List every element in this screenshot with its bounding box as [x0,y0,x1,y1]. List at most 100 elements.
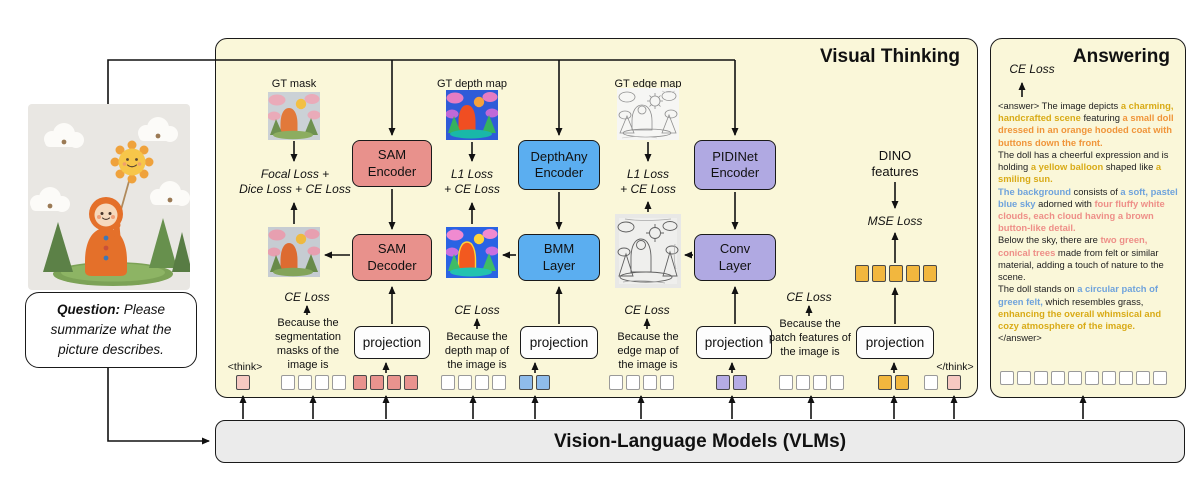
token-square [1000,371,1014,385]
answer-ce-loss: CE Loss [1009,62,1055,76]
token-group-text-3 [609,375,674,390]
token-square [855,265,869,282]
token-square [626,375,640,390]
token-square [236,375,250,390]
gt-depth-label: GT depth map [436,78,508,90]
doll-scene-illustration [28,104,190,290]
token-square [733,375,747,390]
token-square [1051,371,1065,385]
think-close-tag: </think> [936,361,974,373]
token-square [492,375,506,390]
answer-segment: The background [998,185,1071,197]
token-group-text-2 [441,375,506,390]
token-square [923,265,937,282]
answer-segment: shaped like [1103,161,1156,173]
vlm-bar-label: Vision-Language Models (VLMs) [553,430,847,452]
answer-segment: consists of [1070,185,1121,197]
token-square [404,375,418,390]
token-square [872,265,886,282]
gt-mask-image [268,92,320,140]
token-square [1102,371,1116,385]
token-square [947,375,961,390]
ce-loss-edge: CE Loss [624,303,670,317]
question-label: Question: [56,301,120,317]
token-square [660,375,674,390]
depth-loss-label: L1 Loss + CE Loss [444,167,500,196]
token-square [1136,371,1150,385]
think-open-tag: <think> [227,361,263,373]
answer-segment: a charming, handcrafted scene [998,100,1174,124]
answer-segment: Below the sky, there are [998,234,1101,246]
token-square [387,375,401,390]
token-square [878,375,892,390]
edge-loss-label: L1 Loss + CE Loss [620,167,676,196]
predicted-mask-image [268,227,320,277]
token-group-dino [878,375,909,390]
answer-segment: a yellow balloon [1030,161,1104,173]
sam-decoder-box: SAM Decoder [352,234,432,281]
token-square [536,375,550,390]
token-square [779,375,793,390]
token-square [1119,371,1133,385]
answer-segment: a circular patch of green felt, [998,283,1158,307]
question-text: Question: Please summarize what the pict… [50,301,172,358]
token-square [315,375,329,390]
ce-loss-mask: CE Loss [284,290,330,304]
depthany-encoder-box: DepthAny Encoder [518,140,600,190]
answer-segment: two green, conical trees [998,234,1148,258]
input-image [28,104,190,290]
answer-segment: a smiling sun. [998,161,1162,185]
token-square [716,375,730,390]
answer-segment: featuring [1080,112,1123,124]
token-square [889,265,903,282]
token-square [370,375,384,390]
question-box: Question: Please summarize what the pict… [25,292,197,368]
answering-title: Answering [1072,46,1170,67]
predicted-depth-image [446,227,498,278]
token-square [924,375,938,390]
token-group-text-1 [281,375,346,390]
token-square [1153,371,1167,385]
reason-text-depth: Because the depth map of the image is [444,331,510,371]
token-square [895,375,909,390]
answer-token-row [1000,371,1167,385]
token-square [1017,371,1031,385]
mask-loss-label: Focal Loss + Dice Loss + CE Loss [239,167,351,196]
token-square [1085,371,1099,385]
token-square [609,375,623,390]
answer-segment: </answer> [998,332,1042,344]
token-square [1034,371,1048,385]
pidinet-encoder-box: PIDINet Encoder [694,140,776,190]
mse-loss-label: MSE Loss [867,214,923,228]
predicted-edge-image [615,214,681,288]
token-square [519,375,533,390]
token-group-text-4 [779,375,844,390]
token-square [796,375,810,390]
token-square [830,375,844,390]
reason-text-mask: Because the segmentation masks of the im… [274,317,342,371]
projection-box-depth: projection [520,326,598,359]
reason-text-edge: Because the edge map of the image is [617,331,679,371]
sam-encoder-box: SAM Encoder [352,140,432,187]
token-square [906,265,920,282]
token-group-depth [519,375,550,390]
token-square [1068,371,1082,385]
visual-thinking-title: Visual Thinking [819,46,960,67]
answer-segment: four fluffy white clouds, each cloud hav… [998,197,1165,234]
answering-panel [990,38,1186,398]
answer-segment: a small doll dressed in an orange hooded… [998,112,1174,148]
token-group-think-open [236,375,250,390]
token-square [643,375,657,390]
answer-segment: adorned with [1035,197,1095,209]
projection-box-mask: projection [354,326,430,359]
token-square [353,375,367,390]
token-square [813,375,827,390]
conv-layer-box: Conv Layer [694,234,776,281]
answer-segment: made from felt or similar material, addi… [998,246,1164,283]
gt-depth-image [446,90,498,140]
answer-segment: a soft, pastel blue sky [998,185,1178,209]
answer-segment: which resembles grass, [1042,295,1144,307]
dino-feature-tokens [855,265,937,282]
token-square [441,375,455,390]
